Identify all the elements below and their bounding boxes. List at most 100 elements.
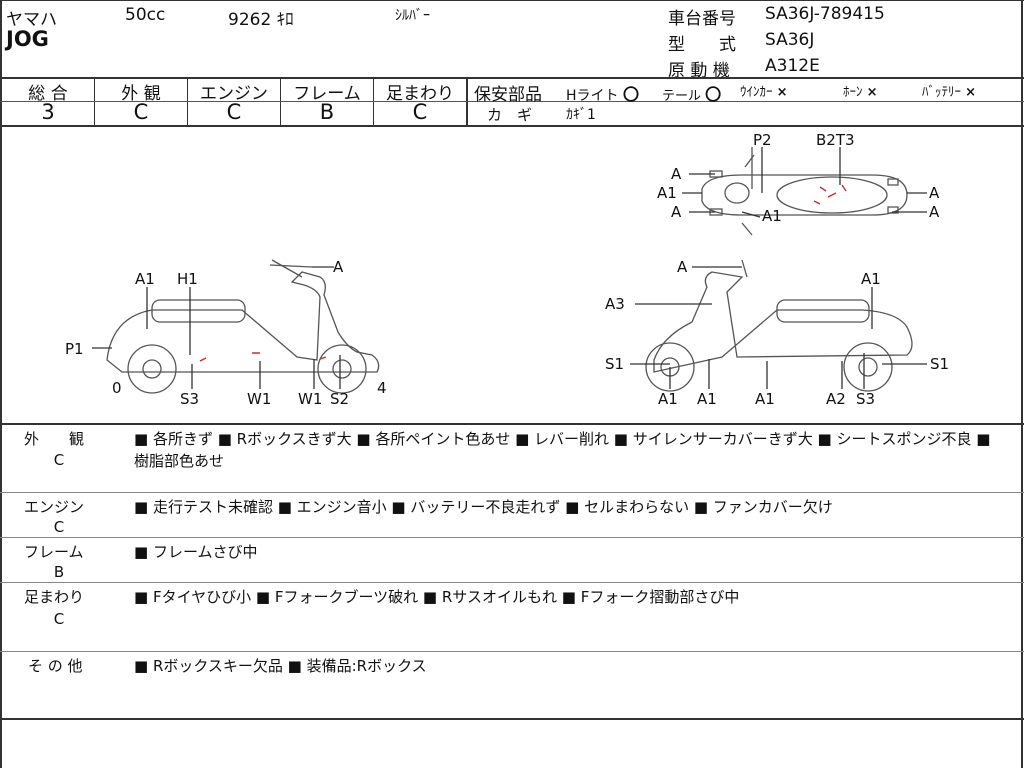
label-right-a1c: A1 <box>755 390 775 408</box>
section-label: フレーム <box>24 543 84 561</box>
frame-no-label: 車台番号 <box>668 9 736 29</box>
label-top-a1c: A1 <box>762 207 782 225</box>
engine-label: 原 動 機 <box>668 61 730 81</box>
label-top-a1b: A1 <box>657 184 677 202</box>
section-remarks: ■ Fタイヤひび小 ■ Fフォークブーツ破れ ■ Rサスオイルもれ ■ Fフォー… <box>134 588 740 606</box>
grade-mid-line <box>0 101 1024 102</box>
label-right-a: A <box>677 258 688 276</box>
key-value: ｶｷﾞ1 <box>566 107 596 123</box>
section-label: 外 観 <box>24 430 85 448</box>
damage-diagram <box>92 147 927 394</box>
damage-marks-left <box>199 352 327 362</box>
section-remarks: ■ Rボックスキー欠品 ■ 装備品:Rボックス <box>134 657 427 675</box>
label-right-s3: S3 <box>856 390 876 408</box>
exterior-grade: C <box>133 100 149 124</box>
frame-no: SA36J-789415 <box>765 4 885 24</box>
key-label: カ ギ <box>487 106 533 124</box>
label-left-s3: S3 <box>180 390 200 408</box>
divider-diagram <box>0 423 1024 425</box>
divider-header <box>0 77 1024 79</box>
label-left-w1a: W1 <box>247 390 272 408</box>
safety-item-battery: ﾊﾞｯﾃﾘｰ × <box>922 81 976 100</box>
safety-item-mark: 〇 <box>705 85 722 104</box>
displacement: 50cc <box>125 5 166 25</box>
section-remarks: ■ 各所きず ■ Rボックスきず大 ■ 各所ペイント色あせ ■ レバー削れ ■ … <box>134 430 991 470</box>
type-value: SA36J <box>765 30 815 50</box>
model: JOG <box>6 27 49 51</box>
label-right-a2: A2 <box>826 390 846 408</box>
frame-right <box>1021 0 1023 768</box>
section-label: エンジン <box>24 498 85 516</box>
leaders-top <box>682 147 927 218</box>
divider-grades <box>0 125 1024 127</box>
scooter-right-view <box>645 259 913 392</box>
type-label: 型 式 <box>668 35 736 55</box>
grade-sep-3 <box>280 78 281 126</box>
leaders-left <box>92 266 341 389</box>
label-right-s1a: S1 <box>605 355 625 373</box>
suspension-grade-label: 足まわり <box>386 84 454 104</box>
divider-s2 <box>0 537 1024 538</box>
safety-item-name: ｳｲﾝｶｰ <box>740 85 773 100</box>
label-top-p2: P2 <box>753 131 772 149</box>
section-grade: B <box>53 563 65 581</box>
safety-item-mark: × <box>965 85 977 100</box>
label-right-s1b: S1 <box>930 355 950 373</box>
section-label: 足まわり <box>24 588 85 606</box>
label-right-a1b: A1 <box>697 390 717 408</box>
label-right-a3: A3 <box>605 295 625 313</box>
mileage: 9262 ｷﾛ <box>228 10 294 30</box>
leaders-right <box>630 266 927 389</box>
safety-item-mark: × <box>776 85 788 100</box>
engine-grade: C <box>226 100 242 124</box>
frame-top <box>0 0 1024 1</box>
section-label: そ の 他 <box>28 657 83 675</box>
grade-sep-2 <box>187 78 188 126</box>
label-left-4: 4 <box>377 379 387 397</box>
safety-item-horn: ﾎｰﾝ × <box>843 81 878 100</box>
engine-grade-label: エンジン <box>200 84 268 104</box>
label-left-p1: P1 <box>65 340 84 358</box>
safety-label: 保安部品 <box>474 85 542 105</box>
label-left-0: 0 <box>112 379 122 397</box>
label-top-a-right2: A <box>929 203 940 221</box>
frame-left <box>0 0 2 768</box>
safety-item-mark: × <box>866 85 878 100</box>
overall-grade: 3 <box>41 100 55 124</box>
safety-item-mark: 〇 <box>622 85 639 104</box>
label-top-a-right1: A <box>929 184 940 202</box>
divider-s3 <box>0 582 1024 583</box>
scooter-top-view <box>701 147 908 236</box>
label-left-a1: A1 <box>135 270 155 288</box>
maker: ヤマハ <box>6 10 57 30</box>
safety-item-name: ﾎｰﾝ <box>843 85 863 100</box>
safety-item-name: Hライト <box>566 88 619 104</box>
section-remarks: ■ フレームさび中 <box>134 543 258 561</box>
safety-item-winker: ｳｲﾝｶｰ × <box>740 81 788 100</box>
safety-item-name: ﾊﾞｯﾃﾘｰ <box>922 85 961 100</box>
overall-label: 総 合 <box>28 84 68 104</box>
label-left-h1: H1 <box>177 270 198 288</box>
frame-grade-label: フレーム <box>293 84 361 104</box>
divider-s4 <box>0 651 1024 652</box>
label-top-a3: A <box>671 203 682 221</box>
divider-bottom <box>0 718 1024 720</box>
safety-item-name: テール <box>662 89 702 104</box>
engine-value: A312E <box>765 56 820 76</box>
label-left-a: A <box>333 258 344 276</box>
label-left-w1b: W1 <box>298 390 323 408</box>
exterior-label: 外 観 <box>121 84 161 104</box>
scooter-left-view <box>106 259 380 394</box>
grade-sep-5 <box>466 78 468 126</box>
damage-marks-top <box>813 184 847 205</box>
label-top-a1: A <box>671 165 682 183</box>
label-right-a1a: A1 <box>658 390 678 408</box>
safety-item-tail: テール 〇 <box>662 81 721 105</box>
label-top-b2t3: B2T3 <box>816 131 855 149</box>
section-grade: C <box>53 610 65 628</box>
label-left-s2: S2 <box>330 390 350 408</box>
section-grade: C <box>53 451 65 469</box>
safety-item-headlight: Hライト 〇 <box>566 81 639 105</box>
suspension-grade: C <box>412 100 428 124</box>
label-right-a1: A1 <box>861 270 881 288</box>
